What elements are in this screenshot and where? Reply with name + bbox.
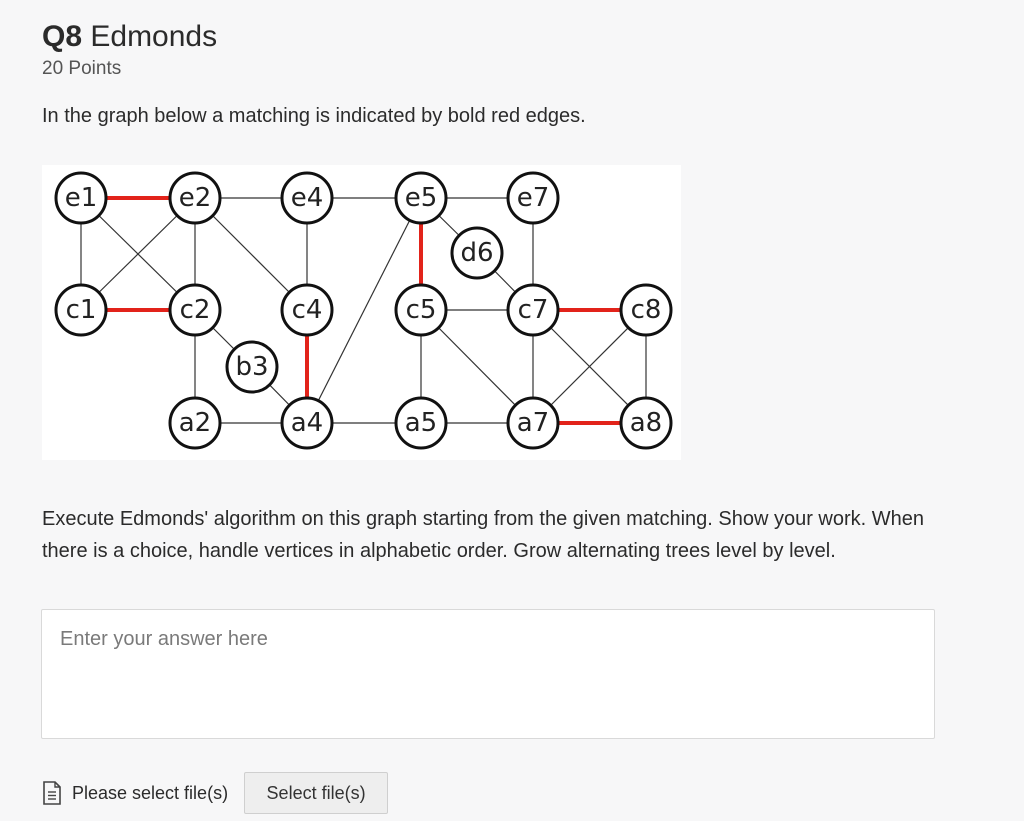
node-circle-a5: [394, 396, 448, 450]
node-c4: c4: [280, 283, 334, 337]
node-circle-a8: [619, 396, 673, 450]
node-circle-e7: [506, 171, 560, 225]
node-a2: a2: [168, 396, 222, 450]
node-a4: a4: [280, 396, 334, 450]
node-e2: e2: [168, 171, 222, 225]
node-circle-c4: [280, 283, 334, 337]
node-circle-a2: [168, 396, 222, 450]
edge-e2-c1: [80, 197, 196, 311]
node-label-c4: c4: [292, 295, 323, 325]
question-points: 20 Points: [42, 58, 122, 79]
file-upload-label: Please select file(s): [72, 782, 229, 803]
node-label-d6: d6: [460, 238, 493, 268]
question-name: Edmonds: [90, 20, 218, 53]
graph-figure: e1 e2 e4 e5 e7 d6 c1 c2 c4 c5 c7 c8 b3 a2 a4 a5 a7 a8: [42, 165, 681, 460]
node-e1: e1: [54, 171, 108, 225]
node-label-a7: a7: [517, 408, 549, 438]
graph-svg: e1 e2 e4 e5 e7 d6 c1 c2 c4 c5 c7 c8 b3 a2 a4 a5 a7 a8: [54, 171, 673, 450]
node-label-a8: a8: [630, 408, 662, 438]
node-e5: e5: [394, 171, 448, 225]
node-c5: c5: [394, 283, 448, 337]
node-circle-c7: [506, 283, 560, 337]
node-label-a2: a2: [179, 408, 211, 438]
edge-e5-a4: [306, 197, 422, 424]
select-files-button[interactable]: Select file(s): [244, 772, 389, 814]
answer-textarea[interactable]: [41, 609, 935, 739]
node-circle-a4: [280, 396, 334, 450]
node-label-a4: a4: [291, 408, 323, 438]
node-label-e5: e5: [405, 183, 438, 213]
node-circle-e4: [280, 171, 334, 225]
document-icon: [43, 781, 61, 805]
node-circle-c2: [168, 283, 222, 337]
node-label-c2: c2: [180, 295, 211, 325]
node-label-e4: e4: [291, 183, 324, 213]
node-e4: e4: [280, 171, 334, 225]
node-circle-b3: [225, 340, 279, 394]
node-b3: b3: [225, 340, 279, 394]
node-circle-c8: [619, 283, 673, 337]
node-label-c5: c5: [406, 295, 437, 325]
node-circle-c5: [394, 283, 448, 337]
node-d6: d6: [450, 226, 504, 280]
node-label-c8: c8: [631, 295, 662, 325]
question-number: Q8: [42, 20, 83, 53]
file-upload-row: Please select file(s) Select file(s): [42, 772, 389, 814]
question-title: Q8 Edmonds: [42, 18, 217, 56]
node-label-c1: c1: [66, 295, 97, 325]
node-label-b3: b3: [235, 352, 268, 382]
node-label-e2: e2: [179, 183, 212, 213]
question-body: Execute Edmonds' algorithm on this graph…: [42, 508, 925, 562]
node-label-e1: e1: [65, 183, 98, 213]
node-circle-e1: [54, 171, 108, 225]
node-circle-e2: [168, 171, 222, 225]
node-label-a5: a5: [405, 408, 437, 438]
node-c2: c2: [168, 283, 222, 337]
node-circle-e5: [394, 171, 448, 225]
node-e7: e7: [506, 171, 560, 225]
question-intro: In the graph below a matching is indicat…: [42, 105, 586, 127]
node-c1: c1: [54, 283, 108, 337]
node-circle-d6: [450, 226, 504, 280]
node-a7: a7: [506, 396, 560, 450]
node-a5: a5: [394, 396, 448, 450]
node-circle-c1: [54, 283, 108, 337]
node-label-e7: e7: [517, 183, 550, 213]
node-circle-a7: [506, 396, 560, 450]
node-label-c7: c7: [518, 295, 549, 325]
node-c8: c8: [619, 283, 673, 337]
node-a8: a8: [619, 396, 673, 450]
edge-c5-a7: [420, 309, 534, 424]
node-c7: c7: [506, 283, 560, 337]
edge-c8-a7: [532, 309, 647, 424]
